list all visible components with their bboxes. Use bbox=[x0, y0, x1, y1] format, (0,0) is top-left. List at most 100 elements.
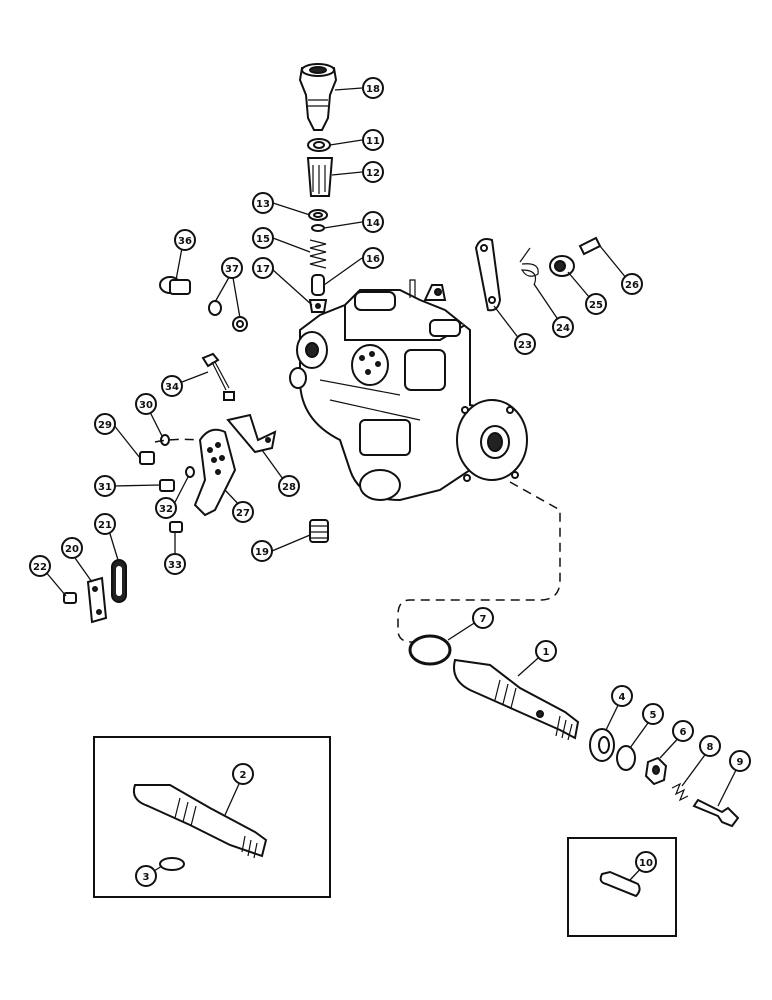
svg-text:22: 22 bbox=[33, 562, 47, 573]
pin-part-9 bbox=[692, 798, 740, 828]
callout-36: 36 bbox=[174, 229, 196, 251]
svg-text:11: 11 bbox=[366, 136, 380, 147]
svg-text:15: 15 bbox=[256, 234, 270, 245]
callout-31: 31 bbox=[94, 475, 116, 497]
svg-text:13: 13 bbox=[256, 199, 270, 210]
bushing-part-25 bbox=[549, 255, 575, 277]
inset-box-left bbox=[93, 736, 331, 898]
callout-26: 26 bbox=[621, 273, 643, 295]
screw-part-29 bbox=[139, 451, 155, 465]
ring-part-5 bbox=[616, 745, 636, 771]
injection-pump-body bbox=[289, 279, 528, 502]
svg-text:8: 8 bbox=[707, 742, 714, 753]
barrel-part-12 bbox=[306, 157, 334, 197]
arm-part-23 bbox=[474, 238, 502, 312]
svg-text:33: 33 bbox=[168, 560, 182, 571]
spring-part-24 bbox=[519, 247, 539, 286]
callout-3: 3 bbox=[135, 865, 157, 887]
svg-text:29: 29 bbox=[98, 420, 112, 431]
svg-text:9: 9 bbox=[737, 757, 744, 768]
nut-part-6 bbox=[644, 756, 668, 786]
svg-text:1: 1 bbox=[543, 647, 550, 658]
callout-8: 8 bbox=[699, 735, 721, 757]
washer-part-30 bbox=[160, 434, 170, 446]
callout-9: 9 bbox=[729, 750, 751, 772]
callout-30: 30 bbox=[135, 393, 157, 415]
oring-part-14 bbox=[311, 224, 325, 232]
callout-16: 16 bbox=[362, 247, 384, 269]
spring-part-8 bbox=[671, 782, 689, 802]
svg-text:5: 5 bbox=[650, 710, 657, 721]
callout-37: 37 bbox=[221, 257, 243, 279]
callout-19: 19 bbox=[251, 540, 273, 562]
svg-text:27: 27 bbox=[236, 508, 250, 519]
svg-text:6: 6 bbox=[680, 727, 687, 738]
svg-text:19: 19 bbox=[255, 547, 269, 558]
svg-text:24: 24 bbox=[556, 323, 570, 334]
callout-20: 20 bbox=[61, 537, 83, 559]
gasket-part-21 bbox=[111, 559, 127, 603]
svg-text:32: 32 bbox=[159, 504, 173, 515]
svg-text:2: 2 bbox=[240, 770, 247, 781]
callout-12: 12 bbox=[362, 161, 384, 183]
svg-text:16: 16 bbox=[366, 254, 380, 265]
callout-34: 34 bbox=[161, 375, 183, 397]
svg-text:10: 10 bbox=[639, 858, 653, 869]
svg-text:23: 23 bbox=[518, 340, 532, 351]
callout-17: 17 bbox=[252, 257, 274, 279]
callout-27: 27 bbox=[232, 501, 254, 523]
callout-33: 33 bbox=[164, 553, 186, 575]
screw-part-22 bbox=[63, 592, 77, 604]
plate-part-28 bbox=[226, 413, 277, 454]
callout-15: 15 bbox=[252, 227, 274, 249]
callout-21: 21 bbox=[94, 513, 116, 535]
callout-23: 23 bbox=[514, 333, 536, 355]
svg-text:4: 4 bbox=[619, 692, 626, 703]
svg-text:21: 21 bbox=[98, 520, 112, 531]
washers-part-37 bbox=[208, 300, 248, 332]
screw-part-31 bbox=[159, 479, 175, 492]
bolt-part-36 bbox=[159, 276, 191, 295]
svg-text:31: 31 bbox=[98, 482, 112, 493]
key-part-3 bbox=[159, 857, 185, 871]
inset-box-right bbox=[567, 837, 677, 937]
svg-text:12: 12 bbox=[366, 168, 380, 179]
svg-text:36: 36 bbox=[178, 236, 192, 247]
piston-part-16 bbox=[311, 274, 325, 296]
cover-plate-part-20 bbox=[86, 576, 108, 624]
plug-part-19 bbox=[309, 519, 329, 543]
pin-part-10 bbox=[599, 870, 641, 898]
callout-14: 14 bbox=[362, 211, 384, 233]
callout-28: 28 bbox=[278, 475, 300, 497]
callout-10: 10 bbox=[635, 851, 657, 873]
washer-part-11 bbox=[307, 138, 331, 152]
spring-part-15 bbox=[309, 239, 327, 269]
callout-1: 1 bbox=[535, 640, 557, 662]
callout-24: 24 bbox=[552, 316, 574, 338]
svg-text:20: 20 bbox=[65, 544, 79, 555]
oring-part-7 bbox=[408, 634, 452, 666]
ring-part-13 bbox=[308, 209, 328, 221]
callout-22: 22 bbox=[29, 555, 51, 577]
callout-32: 32 bbox=[155, 497, 177, 519]
callout-29: 29 bbox=[94, 413, 116, 435]
callout-6: 6 bbox=[672, 720, 694, 742]
drive-shaft-part-1 bbox=[453, 658, 580, 741]
callout-11: 11 bbox=[362, 129, 384, 151]
callout-2: 2 bbox=[232, 763, 254, 785]
lever-part-27 bbox=[193, 428, 237, 517]
callout-18: 18 bbox=[362, 77, 384, 99]
assembly-dashed-line-left bbox=[154, 438, 201, 443]
svg-text:17: 17 bbox=[256, 264, 270, 275]
washer-part-32 bbox=[185, 466, 195, 478]
svg-text:18: 18 bbox=[366, 84, 380, 95]
svg-text:7: 7 bbox=[480, 614, 487, 625]
screw-part-26 bbox=[578, 236, 602, 256]
assembly-dashed-line-right bbox=[397, 481, 561, 643]
callout-4: 4 bbox=[611, 685, 633, 707]
shaft-part-2 bbox=[132, 784, 268, 859]
svg-text:3: 3 bbox=[143, 872, 150, 883]
svg-text:37: 37 bbox=[225, 264, 239, 275]
seat-part-17 bbox=[308, 299, 328, 313]
